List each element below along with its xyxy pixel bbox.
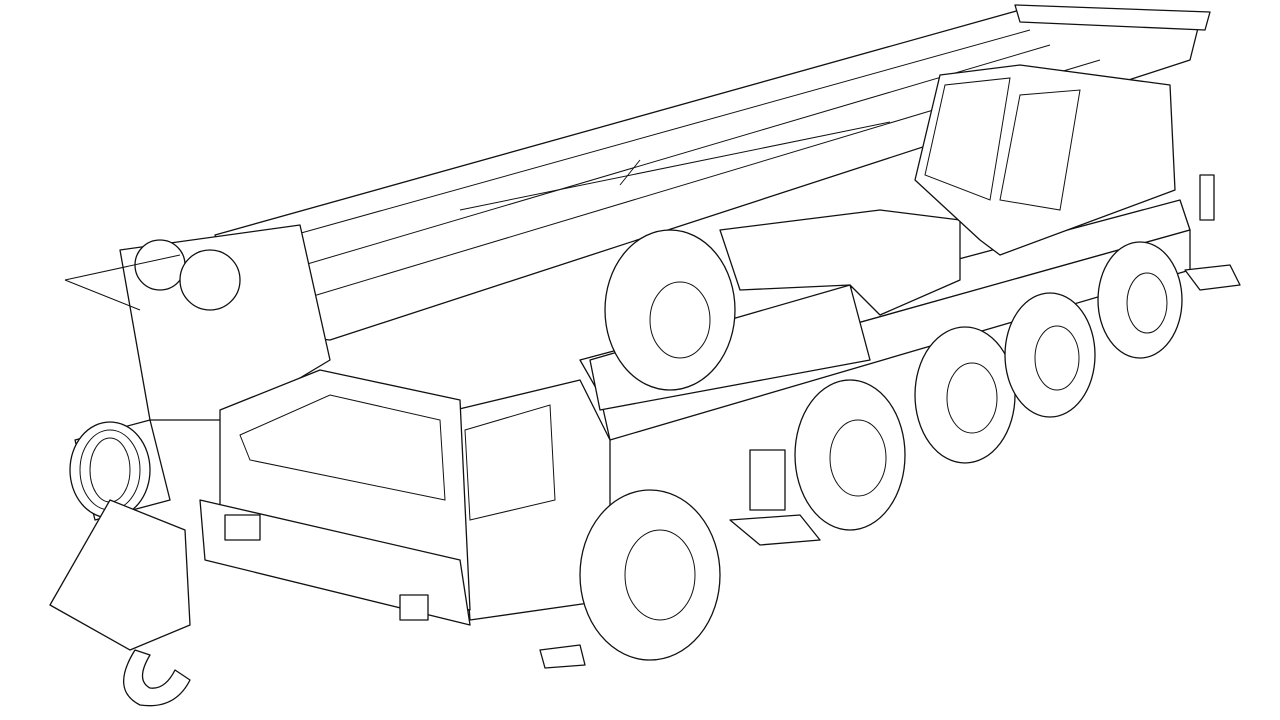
sheave [134, 239, 186, 291]
wheel [579, 489, 721, 661]
driver-cab [199, 369, 556, 626]
wheel [914, 326, 1016, 464]
hook-block [49, 499, 191, 707]
hook [122, 649, 191, 707]
wheel [1004, 292, 1096, 418]
outriggers [539, 174, 1241, 669]
wheel [604, 229, 736, 391]
headlight [399, 594, 429, 621]
wheels [579, 229, 1183, 661]
boom-head [64, 224, 331, 421]
wheel [794, 379, 906, 531]
headlight [224, 514, 261, 541]
winch-drum [69, 419, 171, 521]
crane-operator-cab [914, 64, 1176, 256]
wheel [1097, 241, 1183, 359]
sheave [179, 249, 241, 311]
